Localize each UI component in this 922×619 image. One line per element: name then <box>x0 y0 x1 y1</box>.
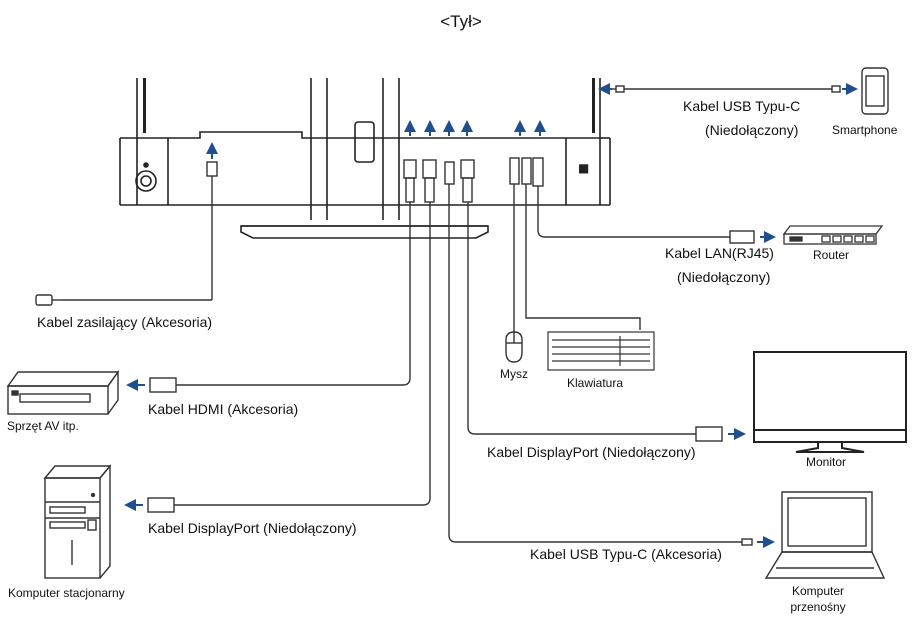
page-title: <Tył> <box>440 12 482 31</box>
svg-text:■: ■ <box>578 161 589 175</box>
dp-cable-monitor-label: Kabel DisplayPort (Niedołączony) <box>487 444 696 460</box>
usb-c-top-note: (Niedołączony) <box>705 122 799 138</box>
smartphone-icon <box>861 67 889 115</box>
power-cable-label: Kabel zasilający (Akcesoria) <box>37 314 213 330</box>
smartphone-label: Smartphone <box>832 123 898 137</box>
cables <box>35 85 841 546</box>
hdmi-cable-label: Kabel HDMI (Akcesoria) <box>148 401 299 417</box>
laptop-icon <box>764 491 886 579</box>
keyboard-label: Klawiatura <box>567 376 624 390</box>
av-device-label: Sprzęt AV itp. <box>7 419 79 433</box>
monitor-icon <box>753 351 907 453</box>
mouse-label: Mysz <box>500 367 528 381</box>
usb-c-cable-top-label: Kabel USB Typu-C <box>683 98 801 114</box>
laptop-label-line1: Komputer <box>791 584 845 598</box>
desktop-label: Komputer stacjonarny <box>8 586 125 600</box>
laptop-label-line2: przenośny <box>790 600 846 614</box>
av-device-icon <box>6 369 120 415</box>
router-icon <box>782 225 884 245</box>
router-label: Router <box>813 248 850 262</box>
usb-c-cable-laptop-label: Kabel USB Typu-C (Akcesoria) <box>530 546 722 562</box>
monitor-rear: ■ <box>119 78 611 239</box>
lan-cable-label: Kabel LAN(RJ45) <box>665 245 774 261</box>
keyboard-icon <box>547 331 655 371</box>
arrows <box>124 83 858 548</box>
monitor-label: Monitor <box>806 455 847 469</box>
dp-cable-pc-label: Kabel DisplayPort (Niedołączony) <box>148 520 357 536</box>
lan-note: (Niedołączony) <box>677 269 771 285</box>
desktop-icon <box>43 464 112 579</box>
